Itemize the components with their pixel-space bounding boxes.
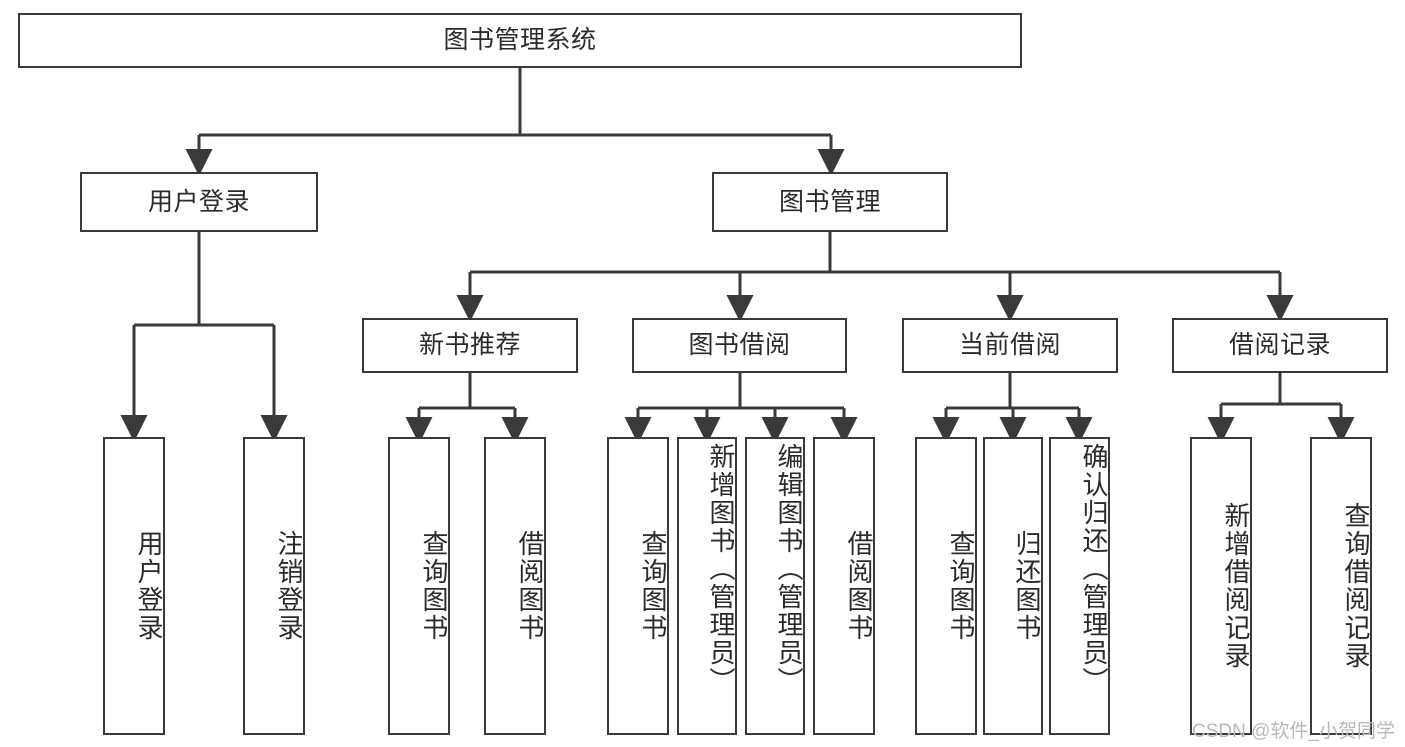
- leaf-borrow-book-2-label: 借阅图书: [844, 530, 874, 642]
- leaf-user-logout[interactable]: 注销登录: [243, 437, 305, 735]
- leaf-confirm-return[interactable]: 确认归还（管理员）: [1049, 437, 1110, 735]
- node-current-borrow-label: 当前借阅: [958, 331, 1061, 359]
- node-borrow-record-label: 借阅记录: [1228, 331, 1331, 359]
- node-borrow-record[interactable]: 借阅记录: [1172, 318, 1388, 373]
- leaf-query-book-1[interactable]: 查询图书: [388, 437, 450, 735]
- leaf-return-book-label: 归还图书: [1012, 530, 1042, 642]
- node-root-label: 图书管理系统: [443, 26, 597, 54]
- node-book-borrow-label: 图书借阅: [688, 331, 791, 359]
- leaf-query-record-label: 查询借阅记录: [1341, 502, 1371, 670]
- leaf-edit-book-label: 编辑图书（管理员）: [774, 443, 804, 695]
- node-book-borrow[interactable]: 图书借阅: [632, 318, 847, 373]
- node-current-borrow[interactable]: 当前借阅: [902, 318, 1118, 373]
- node-user-login[interactable]: 用户登录: [80, 172, 318, 232]
- leaf-add-record[interactable]: 新增借阅记录: [1190, 437, 1252, 735]
- leaf-add-book[interactable]: 新增图书（管理员）: [677, 437, 737, 735]
- node-new-book-rec-label: 新书推荐: [418, 331, 521, 359]
- leaf-query-book-2[interactable]: 查询图书: [607, 437, 669, 735]
- leaf-user-login[interactable]: 用户登录: [103, 437, 165, 735]
- node-book-manage-label: 图书管理: [778, 187, 881, 216]
- leaf-borrow-book-1[interactable]: 借阅图书: [484, 437, 546, 735]
- leaf-user-login-label: 用户登录: [134, 530, 164, 642]
- node-root[interactable]: 图书管理系统: [18, 13, 1022, 68]
- leaf-borrow-book-1-label: 借阅图书: [515, 530, 545, 642]
- node-user-login-label: 用户登录: [147, 187, 250, 216]
- leaf-borrow-book-2[interactable]: 借阅图书: [813, 437, 875, 735]
- node-book-manage[interactable]: 图书管理: [712, 172, 948, 232]
- leaf-add-book-label: 新增图书（管理员）: [706, 443, 736, 695]
- leaf-return-book[interactable]: 归还图书: [983, 437, 1043, 735]
- node-new-book-rec[interactable]: 新书推荐: [362, 318, 578, 373]
- leaf-query-book-3-label: 查询图书: [946, 530, 976, 642]
- leaf-edit-book[interactable]: 编辑图书（管理员）: [745, 437, 805, 735]
- leaf-user-logout-label: 注销登录: [274, 530, 304, 642]
- leaf-query-book-2-label: 查询图书: [638, 530, 668, 642]
- leaf-add-record-label: 新增借阅记录: [1221, 502, 1251, 670]
- leaf-confirm-return-label: 确认归还（管理员）: [1079, 443, 1109, 695]
- leaf-query-record[interactable]: 查询借阅记录: [1310, 437, 1372, 735]
- leaf-query-book-3[interactable]: 查询图书: [915, 437, 977, 735]
- leaf-query-book-1-label: 查询图书: [419, 530, 449, 642]
